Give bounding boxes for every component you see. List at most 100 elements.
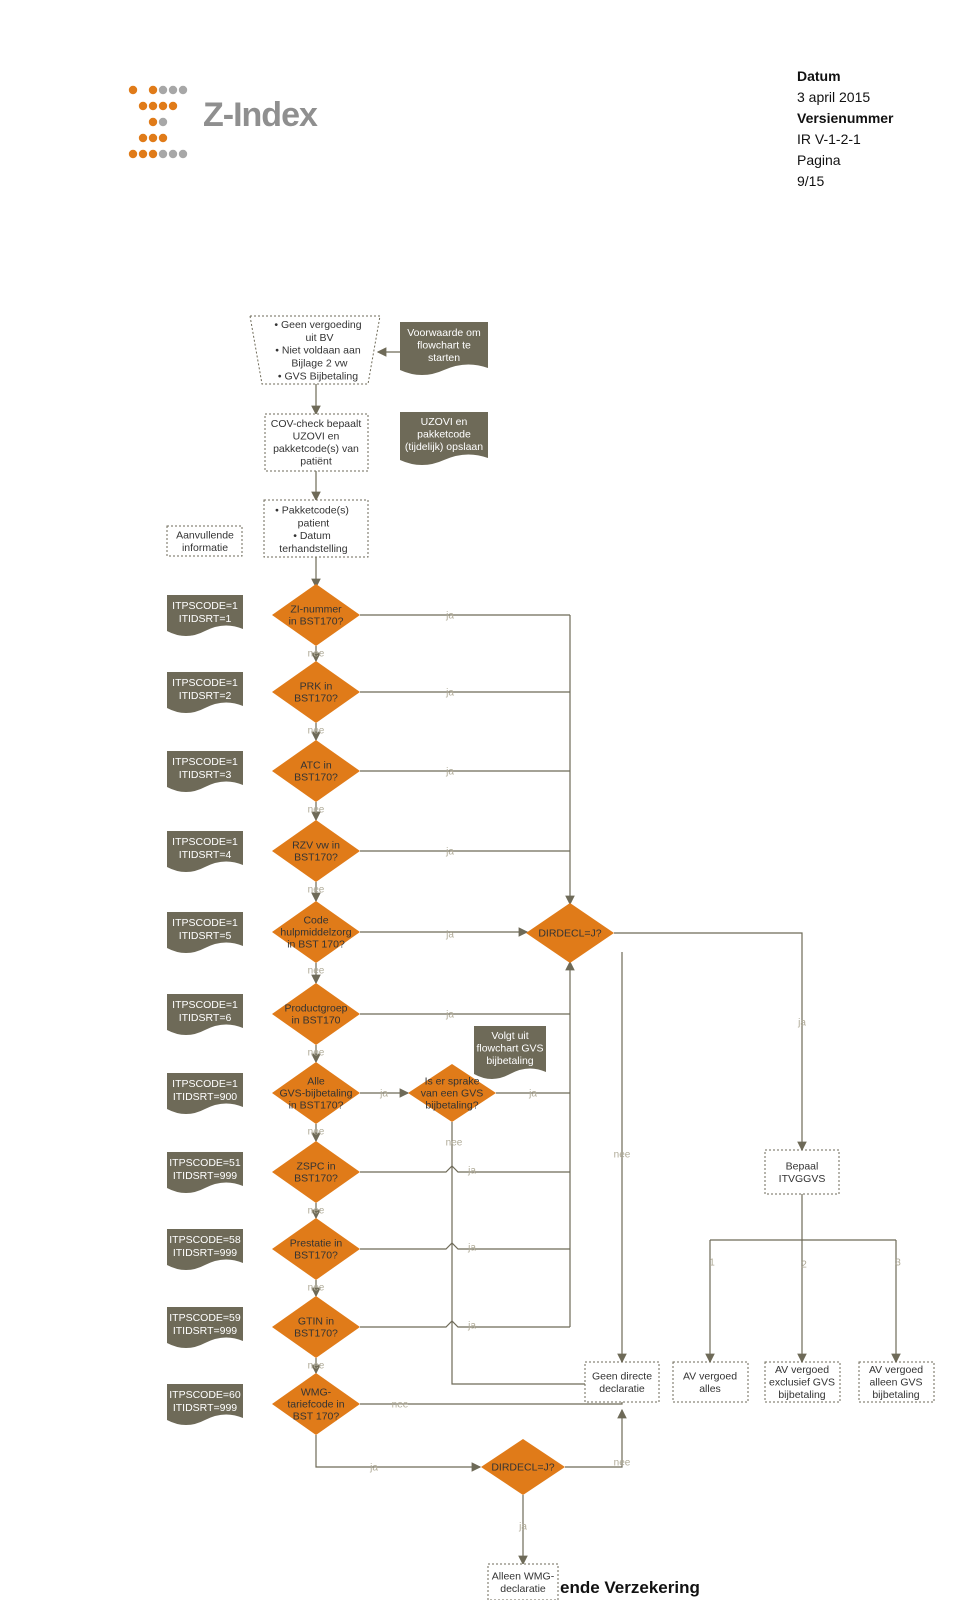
logo-dot [128,149,138,159]
dirdecl2-text: DIRDECL=J? [491,1462,554,1474]
logo-dot [168,149,178,159]
logo-dot [138,101,148,111]
dirdecl2-diamond [481,1439,565,1495]
note-store-doc [400,412,488,465]
logo-dot [148,101,158,111]
branch-3-label: 3 [895,1258,901,1269]
decision-8 [272,1141,360,1203]
nee-label-3: nee [308,805,325,816]
dirdecl-diamond [526,903,614,963]
logo-dot [178,149,188,159]
cov-check-box [264,413,369,472]
alleen-wmg-text: Alleen WMG-declaratie [492,1570,555,1595]
start-condition-text: • Geen vergoeding uit BV• Niet voldaan a… [274,319,361,382]
tag-doc-10 [167,1307,243,1348]
dirdecl2-nee-label: nee [614,1458,631,1469]
tag-doc-9 [167,1229,243,1270]
logo-dot [158,133,168,143]
ja-label-10: ja [467,1321,476,1332]
ja-line-10 [360,1320,570,1328]
branch-1-label: 1 [709,1258,715,1269]
ja-line-8 [360,1165,570,1173]
geen-directe-box [584,1361,660,1403]
decision-6 [272,983,360,1045]
tag-doc-8 [167,1152,243,1193]
gvs-ja-label: ja [528,1089,537,1100]
logo-dot [128,85,138,95]
logo-mark-icon [128,85,188,159]
input-text: • Pakketcode(s) patient• Datum terhandst… [275,504,349,554]
tag-doc-6 [167,994,243,1035]
nee-label-2: nee [308,726,325,737]
decision-11 [272,1373,360,1435]
extra-info-box [166,525,243,557]
ja-label-1: ja [445,611,454,622]
wmg-nee-label: nee [392,1400,409,1411]
ja-label-2: ja [445,688,454,699]
ja-label-6: ja [445,1010,454,1021]
version-value: IR V-1-2-1 [797,131,861,147]
decision-5 [272,901,360,963]
gvs-note-doc [474,1026,546,1079]
gvs-nee-label: nee [446,1138,463,1149]
nee-label-9: nee [308,1283,325,1294]
note-start-doc [400,322,488,375]
ja-label-3: ja [445,767,454,778]
logo-dot [138,149,148,159]
logo-dot [138,133,148,143]
tag-doc-11 [167,1384,243,1425]
av-alleen-box [858,1361,935,1403]
nee-label-7: nee [308,1127,325,1138]
dirdecl-nee-label: nee [614,1150,631,1161]
logo-dot [168,85,178,95]
decision-3 [272,740,360,802]
logo-dot [158,117,168,127]
start-condition-box [249,315,381,385]
tag-doc-5 [167,912,243,953]
dirdecl2-ja-label: ja [518,1522,527,1533]
gvs-nee-line [451,1122,610,1389]
logo-dot [158,85,168,95]
branch-2-label: 2 [801,1260,807,1271]
wmg-ja-label: ja [369,1463,378,1474]
logo-dot [168,101,178,111]
dirdecl-ja-label: ja [797,1018,806,1029]
ja-label-7: ja [379,1089,388,1100]
logo-dot [148,149,158,159]
nee-label-4: nee [308,885,325,896]
logo-text: Z-Index [203,96,318,134]
input-box [263,499,369,558]
ja-label-8: ja [467,1166,476,1177]
ja-label-4: ja [445,847,454,858]
decision-10 [272,1296,360,1358]
